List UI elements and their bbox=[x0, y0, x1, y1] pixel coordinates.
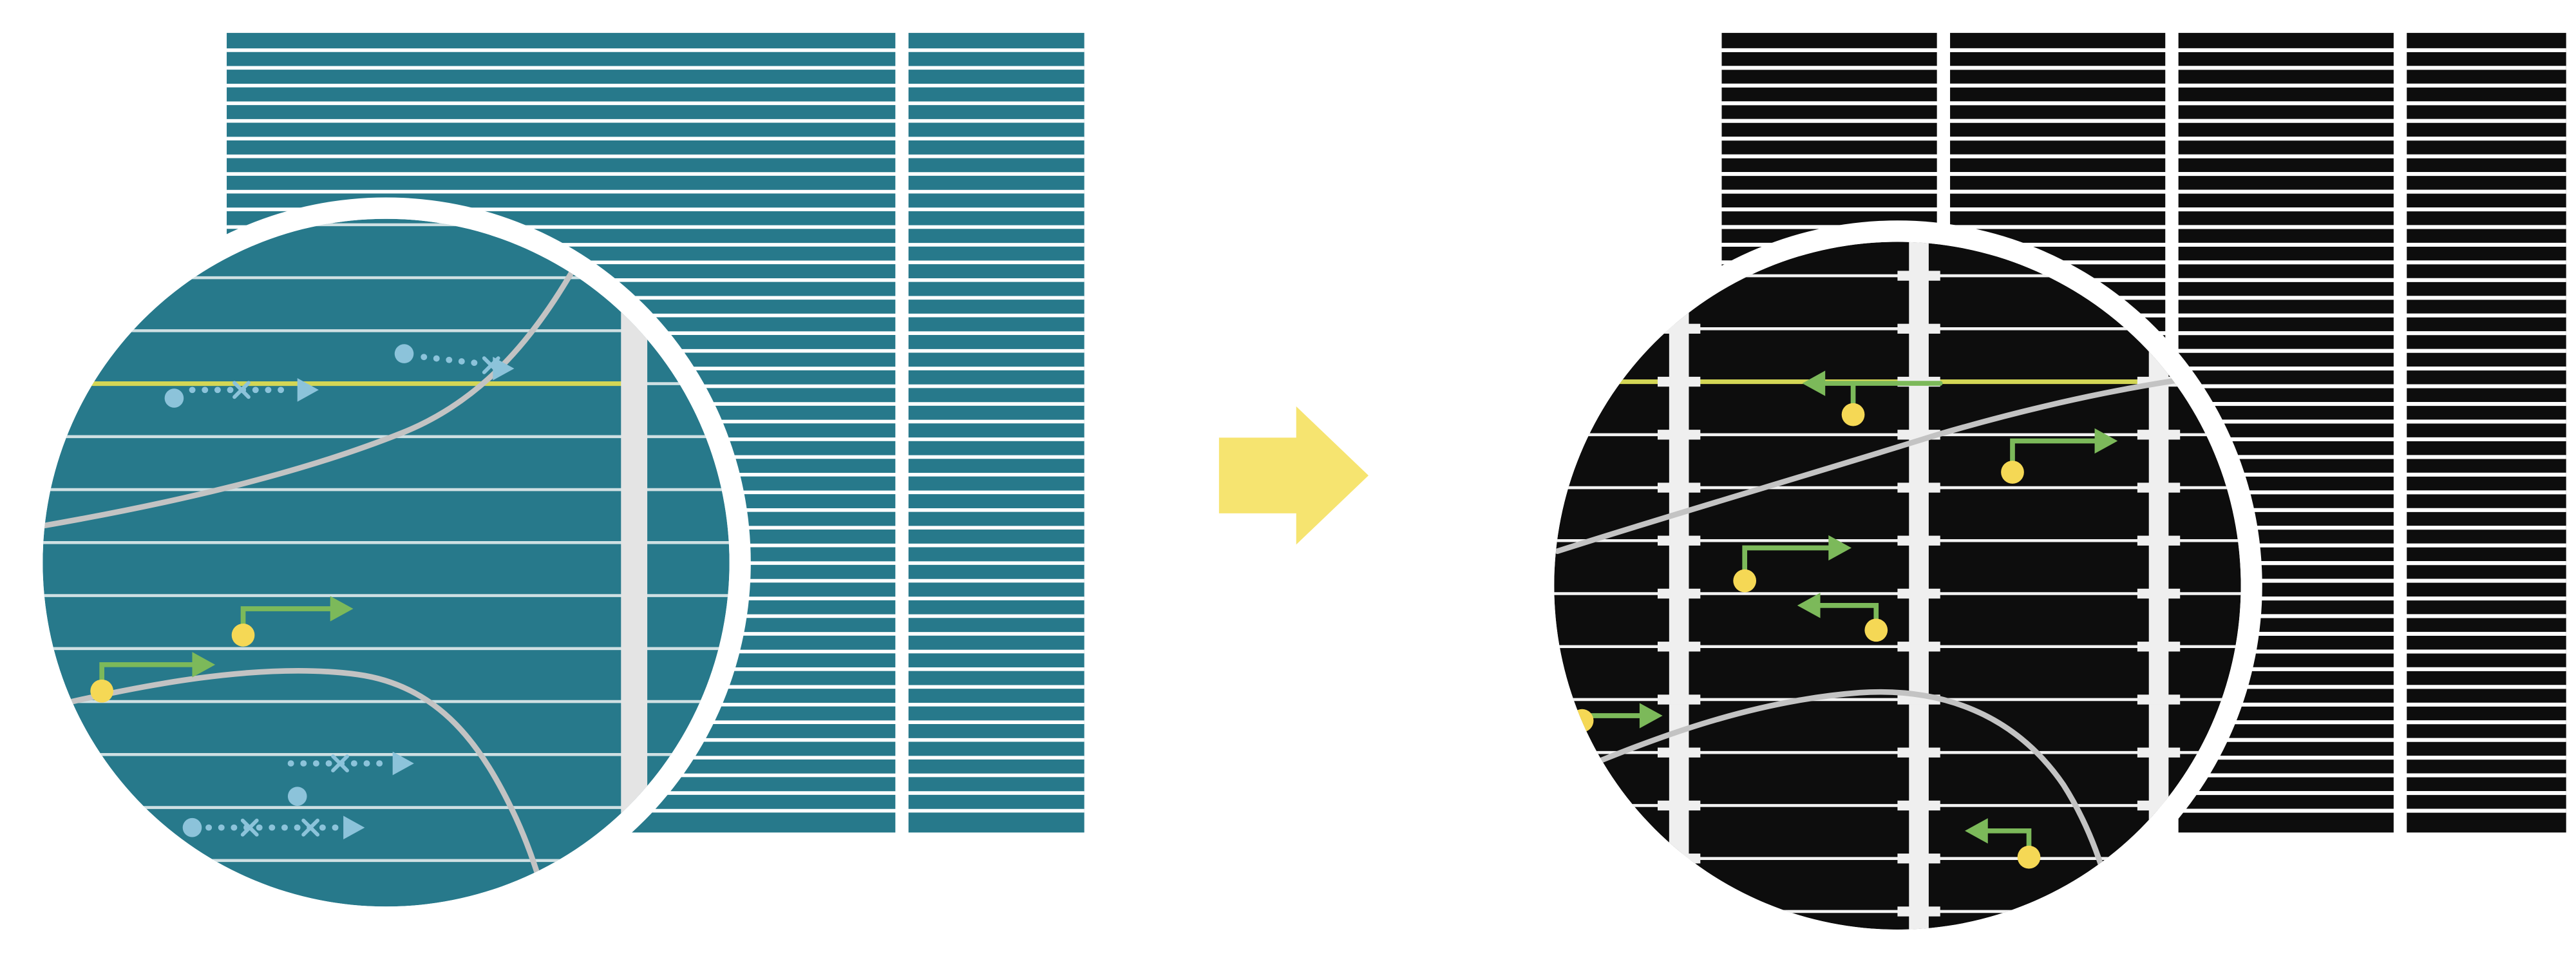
busbar-pad bbox=[1657, 588, 1701, 599]
busbar-pad bbox=[1657, 430, 1701, 440]
busbar-pad bbox=[2137, 906, 2181, 917]
busbar-pad bbox=[1658, 218, 1700, 227]
busbar-pad bbox=[1897, 642, 1940, 652]
dislocation-trail bbox=[421, 354, 485, 367]
busbar-pad bbox=[1657, 800, 1701, 811]
busbar-pad bbox=[1897, 747, 1940, 758]
busbar-pad bbox=[2137, 535, 2181, 546]
grain-boundary-line bbox=[43, 667, 555, 907]
impurity-dot bbox=[2017, 845, 2041, 869]
magnifier-bg bbox=[43, 218, 730, 907]
busbar-pad bbox=[1897, 535, 1940, 546]
busbar-pad bbox=[1897, 906, 1940, 917]
busbar-pad bbox=[1897, 482, 1940, 493]
busbar-pad bbox=[1657, 906, 1701, 917]
impurity-dot bbox=[1864, 618, 1888, 642]
busbar-pad bbox=[1897, 323, 1940, 334]
dislocation-dot bbox=[287, 787, 307, 806]
impurity-path bbox=[1742, 545, 1839, 577]
dislocation-dot bbox=[182, 817, 202, 837]
grain-boundary-line bbox=[43, 237, 593, 531]
magnifier-content bbox=[43, 218, 730, 907]
busbar bbox=[1909, 242, 1929, 930]
impurity-dot bbox=[1733, 569, 1757, 593]
impurity-path bbox=[240, 606, 341, 631]
impurity-arrowhead-icon bbox=[2094, 428, 2118, 454]
busbar-pad bbox=[1657, 694, 1701, 705]
dislocation-arrowhead-icon bbox=[493, 356, 515, 381]
busbar-pad bbox=[1897, 854, 1940, 864]
magnifier-bg bbox=[1554, 242, 2241, 930]
dislocation-arrowhead-icon bbox=[343, 816, 365, 839]
left-magnifier-inset bbox=[21, 197, 751, 928]
dislocation-dot bbox=[394, 344, 414, 363]
impurity-arrowhead-icon bbox=[1639, 703, 1663, 729]
impurity-path bbox=[1974, 828, 2032, 854]
impurity-arrowhead-icon bbox=[1802, 370, 1826, 396]
pinning-cross-icon bbox=[331, 754, 349, 773]
busbar-pad bbox=[1657, 271, 1701, 281]
dislocation-arrowhead-icon bbox=[392, 751, 414, 776]
impurity-dot bbox=[1841, 403, 1865, 426]
right-magnifier-inset bbox=[1533, 218, 2262, 951]
busbar-pad bbox=[2137, 588, 2181, 599]
magnifier-content bbox=[1554, 218, 2241, 930]
busbar-pad bbox=[1657, 535, 1701, 546]
dislocation-dot bbox=[164, 388, 184, 408]
pinning-cross-icon bbox=[232, 381, 251, 399]
impurity-arrowhead-icon bbox=[1828, 535, 1852, 561]
grain-boundary-line bbox=[1555, 368, 2241, 554]
impurity-dot bbox=[2001, 461, 2024, 484]
dislocation-arrowhead-icon bbox=[297, 378, 319, 402]
impurity-arrowhead-icon bbox=[192, 652, 216, 678]
busbar-pad bbox=[1897, 800, 1940, 811]
impurity-path bbox=[99, 662, 204, 687]
busbar bbox=[1669, 242, 1689, 930]
impurity-arrowhead-icon bbox=[1797, 593, 1821, 618]
busbar-pad bbox=[2137, 482, 2181, 493]
busbar-pad bbox=[2137, 747, 2181, 758]
transition-arrow-icon bbox=[1218, 406, 1368, 545]
impurity-arrowhead-icon bbox=[330, 596, 354, 622]
right-cell-column bbox=[2407, 33, 2566, 833]
busbar-pad bbox=[1897, 588, 1940, 599]
busbar-pad bbox=[1657, 482, 1701, 493]
impurity-path bbox=[1806, 603, 1879, 626]
grain-boundary-line bbox=[1554, 689, 2117, 919]
busbar-pad bbox=[2137, 642, 2181, 652]
busbar-pad bbox=[1657, 376, 1701, 387]
impurity-dot bbox=[90, 679, 114, 703]
busbar-pad bbox=[2137, 430, 2181, 440]
impurity-arrowhead-icon bbox=[1965, 818, 1988, 844]
pinning-cross-icon bbox=[240, 818, 259, 837]
busbar-pad bbox=[2137, 694, 2181, 705]
busbar-pad bbox=[1657, 747, 1701, 758]
left-cell-strip bbox=[908, 33, 1084, 833]
busbar-pad bbox=[1897, 271, 1940, 281]
pinning-cross-icon bbox=[301, 818, 320, 837]
impurity-dot bbox=[231, 623, 255, 647]
impurity-path bbox=[2010, 438, 2106, 468]
busbar-pad bbox=[1657, 642, 1701, 652]
